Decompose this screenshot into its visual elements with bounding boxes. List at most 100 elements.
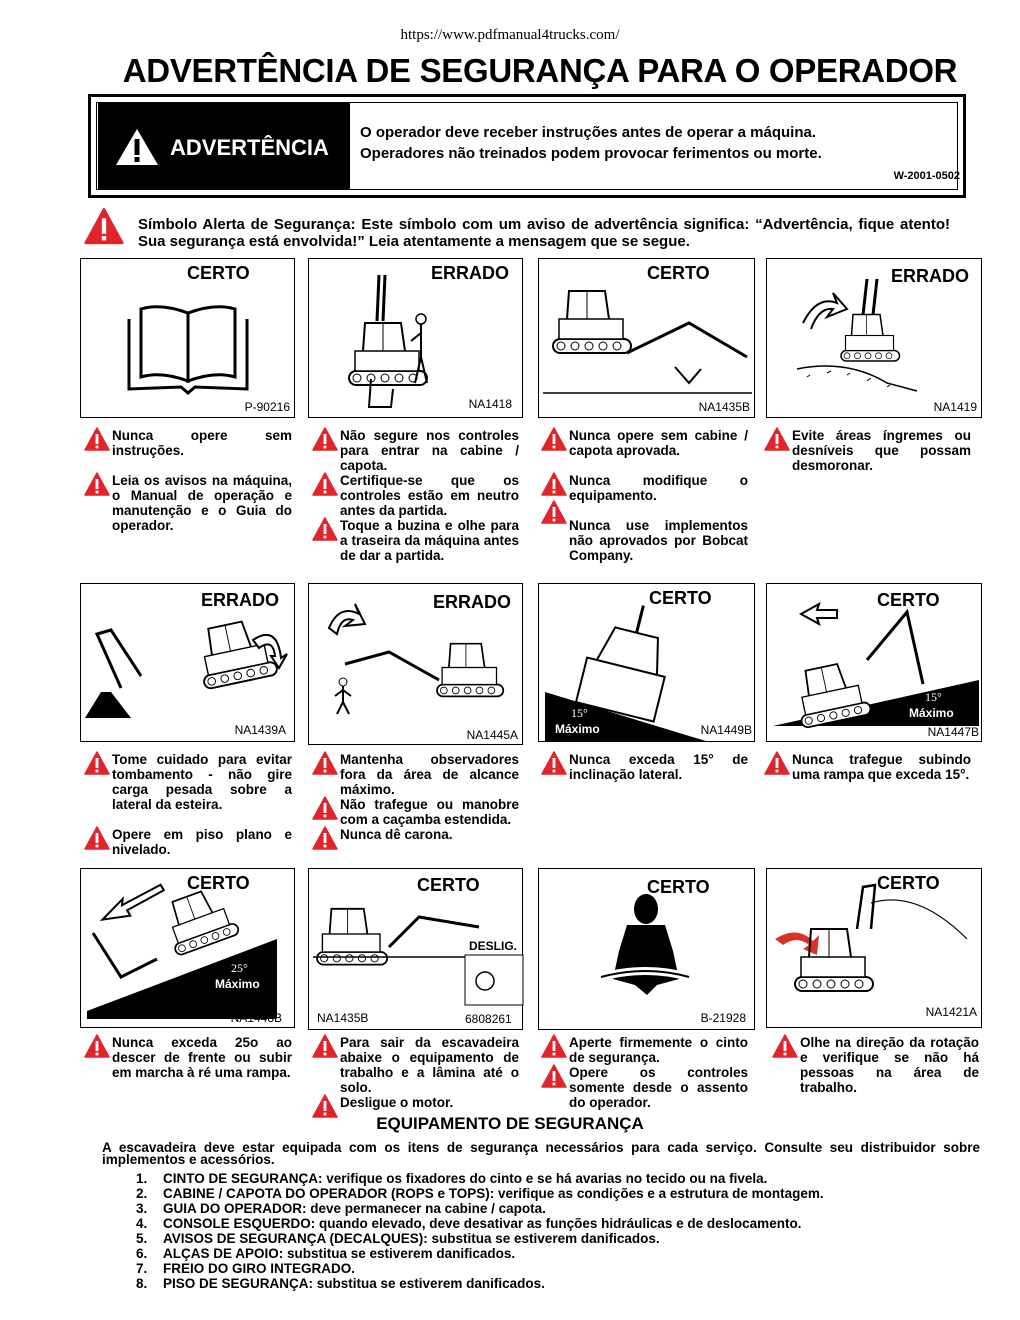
note: Certifique-se que os controles estão em …	[312, 472, 519, 518]
equipment-item-number: 6.	[136, 1246, 148, 1261]
panel-1: CERTO P-90216	[80, 258, 295, 418]
panel-12-notes: Olhe na direção da rotação e verifique s…	[772, 1034, 979, 1095]
excavator-illustration	[543, 290, 752, 394]
excavator-illustration	[313, 907, 524, 1006]
alert-icon	[541, 1034, 567, 1058]
angle-label: Máximo	[215, 977, 260, 991]
excavator-illustration	[85, 615, 288, 718]
equipment-item-text: AVISOS DE SEGURANÇA (DECALQUES): substit…	[163, 1231, 660, 1246]
panel-label: ERRADO	[891, 266, 970, 286]
tipping-arrow-icon	[802, 292, 849, 330]
equipment-item: 3. GUIA DO OPERADOR: deve permanecer na c…	[136, 1201, 824, 1216]
equipment-item-number: 2.	[136, 1186, 148, 1201]
panel-label: CERTO	[647, 877, 710, 897]
angle-label: Máximo	[555, 722, 600, 736]
alert-symbol-text: Símbolo Alerta de Segurança: Este símbol…	[138, 216, 950, 250]
panel-code: NA1435B	[317, 1011, 369, 1025]
panel-code: B-21928	[700, 1011, 746, 1025]
angle-label: Máximo	[909, 706, 954, 720]
warning-label: ADVERTÊNCIA	[170, 135, 329, 160]
alert-icon	[541, 500, 567, 524]
equipment-item-number: 4.	[136, 1216, 148, 1231]
panel-label: CERTO	[877, 873, 940, 893]
panel-code: NA1419	[933, 400, 977, 414]
direction-arrow-icon	[798, 601, 838, 627]
equipment-item: 8.PISO DE SEGURANÇA: substitua se estive…	[136, 1276, 824, 1291]
excavator-illustration	[348, 274, 428, 408]
steep-ramp-illustration	[87, 883, 277, 1019]
panel-code: NA1449B	[700, 723, 752, 737]
excavator-illustration	[327, 603, 505, 715]
alert-icon	[84, 1034, 110, 1058]
warning-badge: ADVERTÊNCIA	[98, 103, 350, 189]
alert-icon	[84, 427, 110, 451]
panel-code: NA1435B	[698, 400, 750, 414]
warning-triangle-icon	[116, 129, 158, 165]
rotation-arrow-icon	[775, 932, 819, 955]
equipment-item-text: GUIA DO OPERADOR: deve permanecer na cab…	[163, 1201, 546, 1216]
panel-9-notes: Nunca exceda 25o ao descer de frente ou …	[84, 1034, 292, 1080]
note: Opere os controles somente desde o assen…	[541, 1064, 748, 1110]
panel-2: ERRADO NA1418	[308, 258, 523, 418]
panel-label: CERTO	[187, 873, 250, 893]
equipment-item-number: 1.	[136, 1171, 148, 1186]
panel-7-notes: Nunca exceda 15° de inclinação lateral.	[541, 751, 748, 782]
panel-label: ERRADO	[201, 590, 280, 610]
key-switch-icon	[475, 971, 495, 991]
decal-code: 6808261	[465, 1012, 512, 1026]
equipment-item: 6.ALÇAS DE APOIO: substitua se estiverem…	[136, 1246, 824, 1261]
equipment-item-text: FREIO DO GIRO INTEGRADO.	[163, 1261, 356, 1276]
excavator-illustration	[796, 278, 918, 392]
note: Mantenha observadores fora da área de al…	[312, 751, 519, 797]
alert-icon	[312, 826, 338, 850]
page-title: ADVERTÊNCIA DE SEGURANÇA PARA O OPERADOR	[122, 52, 958, 89]
warning-box	[88, 94, 966, 198]
panel-label: CERTO	[417, 875, 480, 895]
equipment-item-text: CABINE / CAPOTA DO OPERADOR (ROPS e TOPS…	[163, 1186, 824, 1201]
panel-label: CERTO	[647, 263, 710, 283]
source-url[interactable]: https://www.pdfmanual4trucks.com/	[400, 27, 620, 43]
panel-code: NA1447B	[927, 725, 979, 739]
alert-icon	[541, 1064, 567, 1088]
alert-icon	[764, 751, 790, 775]
manual-book-icon	[127, 305, 249, 395]
swing-arrow-icon	[327, 603, 367, 636]
note: Nunca use implementos não aprovados por …	[541, 500, 748, 563]
panel-9: CERTO 25° Máximo NA1448B	[80, 868, 295, 1028]
angle-value: 15°	[571, 706, 588, 720]
note: Nunca dê carona.	[312, 826, 519, 850]
alert-icon	[312, 427, 338, 451]
alert-icon	[772, 1034, 798, 1058]
note: Aperte firmemente o cinto de segurança.	[541, 1034, 748, 1065]
note: Tome cuidado para evitar tombamento - nã…	[84, 751, 292, 812]
angle-value: 15°	[925, 690, 942, 704]
alert-icon	[541, 427, 567, 451]
panel-code: P-90216	[244, 400, 290, 414]
panel-code: NA1421A	[925, 1005, 977, 1019]
panel-4: ERRADO NA1419	[766, 258, 982, 418]
equipment-intro: A escavadeira deve estar equipada com os…	[102, 1140, 980, 1167]
panel-code: NA1439A	[234, 723, 286, 737]
note: Nunca exceda 25o ao descer de frente ou …	[84, 1034, 292, 1080]
alert-icon	[541, 751, 567, 775]
double-arrow-icon	[99, 883, 166, 921]
equipment-item-number: 8.	[136, 1276, 148, 1291]
equipment-item-number: 3.	[136, 1201, 148, 1216]
seatbelt-illustration	[599, 894, 691, 995]
panel-code: NA1418	[468, 397, 512, 411]
slope-illustration	[545, 605, 709, 742]
equipment-item: 1.CINTO DE SEGURANÇA: verifique os fixad…	[136, 1171, 824, 1186]
alert-icon	[312, 751, 338, 775]
note: Nunca opere sem cabine / capota aprovada…	[541, 427, 748, 458]
panel-5-notes: Tome cuidado para evitar tombamento - nã…	[84, 751, 292, 857]
panel-label: CERTO	[649, 588, 712, 608]
alert-icon	[312, 517, 338, 541]
note: Não segure nos controles para entrar na …	[312, 427, 519, 473]
alert-icon	[84, 472, 110, 496]
panel-label: CERTO	[877, 590, 940, 610]
note: Nunca modifique o equipamento.	[541, 472, 748, 503]
warning-code: W-2001-0502	[893, 170, 960, 182]
panel-label: ERRADO	[431, 263, 510, 283]
panel-code: NA1445A	[466, 728, 518, 742]
alert-icon	[312, 796, 338, 820]
